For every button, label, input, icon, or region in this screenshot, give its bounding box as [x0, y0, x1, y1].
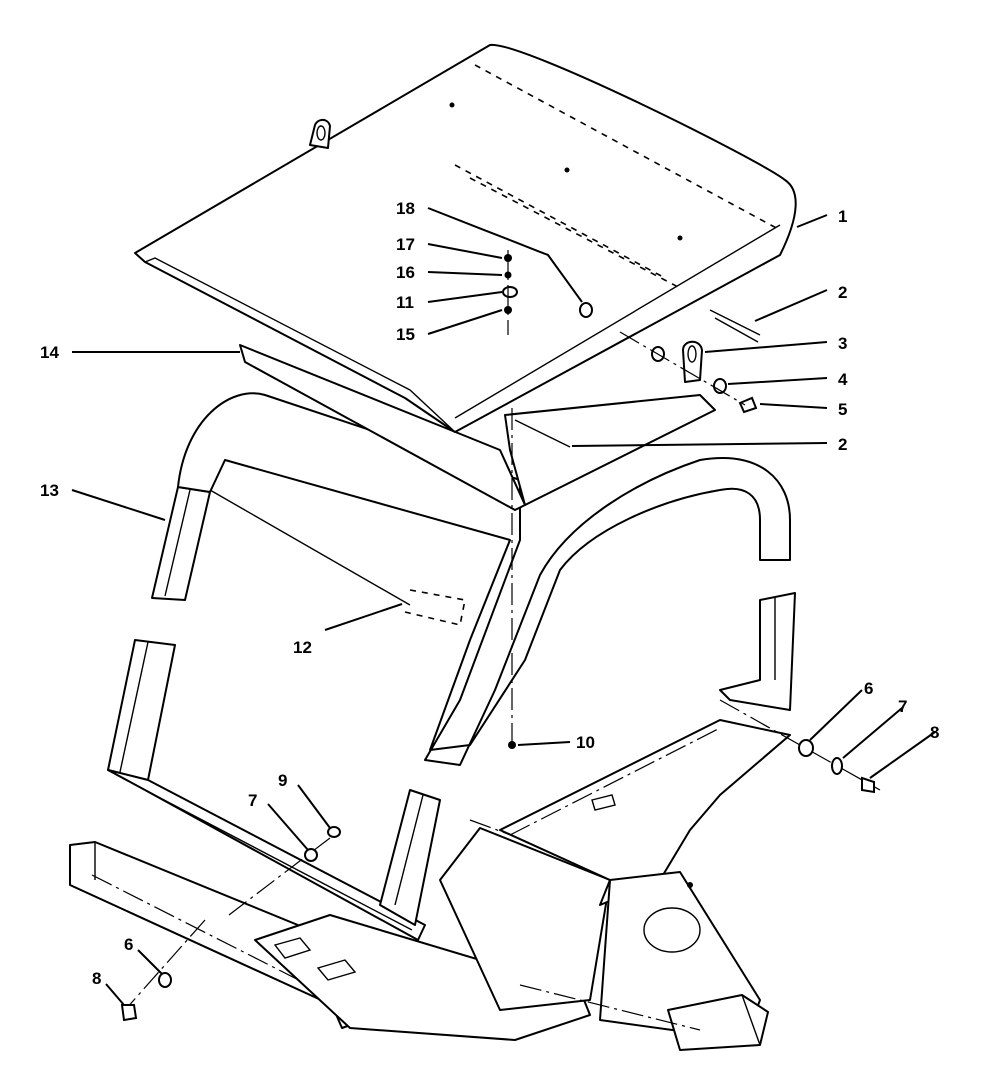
callout-18: 18: [396, 199, 415, 218]
callout-12: 12: [293, 638, 312, 657]
callout-9: 9: [278, 771, 287, 790]
callout-2-upper: 2: [838, 283, 847, 302]
callout-14: 14: [40, 343, 59, 362]
center-hardware: [502, 250, 593, 749]
callout-10: 10: [576, 733, 595, 752]
right-mount-hardware: [719, 699, 881, 794]
callout-6-left: 6: [124, 935, 133, 954]
callout-15: 15: [396, 325, 415, 344]
callout-7-left: 7: [248, 791, 257, 810]
left-mount-hardware: [120, 826, 341, 1022]
callout-labels: 1 2 3 4 5 2 18 17 16 11 15 14 13 12 10 6…: [40, 199, 939, 988]
callout-16: 16: [396, 263, 415, 282]
seal-strips: [239, 309, 761, 511]
callout-6-right: 6: [864, 679, 873, 698]
rops-frame: [107, 392, 796, 941]
callout-11: 11: [396, 293, 414, 312]
callout-8-left: 8: [92, 969, 101, 988]
callout-17: 17: [396, 235, 415, 254]
leader-lines: [71, 207, 936, 1006]
callout-4: 4: [838, 370, 848, 389]
callout-1: 1: [838, 207, 847, 226]
callout-5: 5: [838, 400, 847, 419]
callout-8-right: 8: [930, 723, 939, 742]
lift-eye-hardware: [619, 331, 758, 414]
callout-3: 3: [838, 334, 847, 353]
callout-13: 13: [40, 481, 59, 500]
roof-panel: [134, 43, 797, 433]
callout-2-lower: 2: [838, 435, 847, 454]
chassis-frame: [69, 719, 791, 1051]
callout-7-right: 7: [898, 697, 907, 716]
